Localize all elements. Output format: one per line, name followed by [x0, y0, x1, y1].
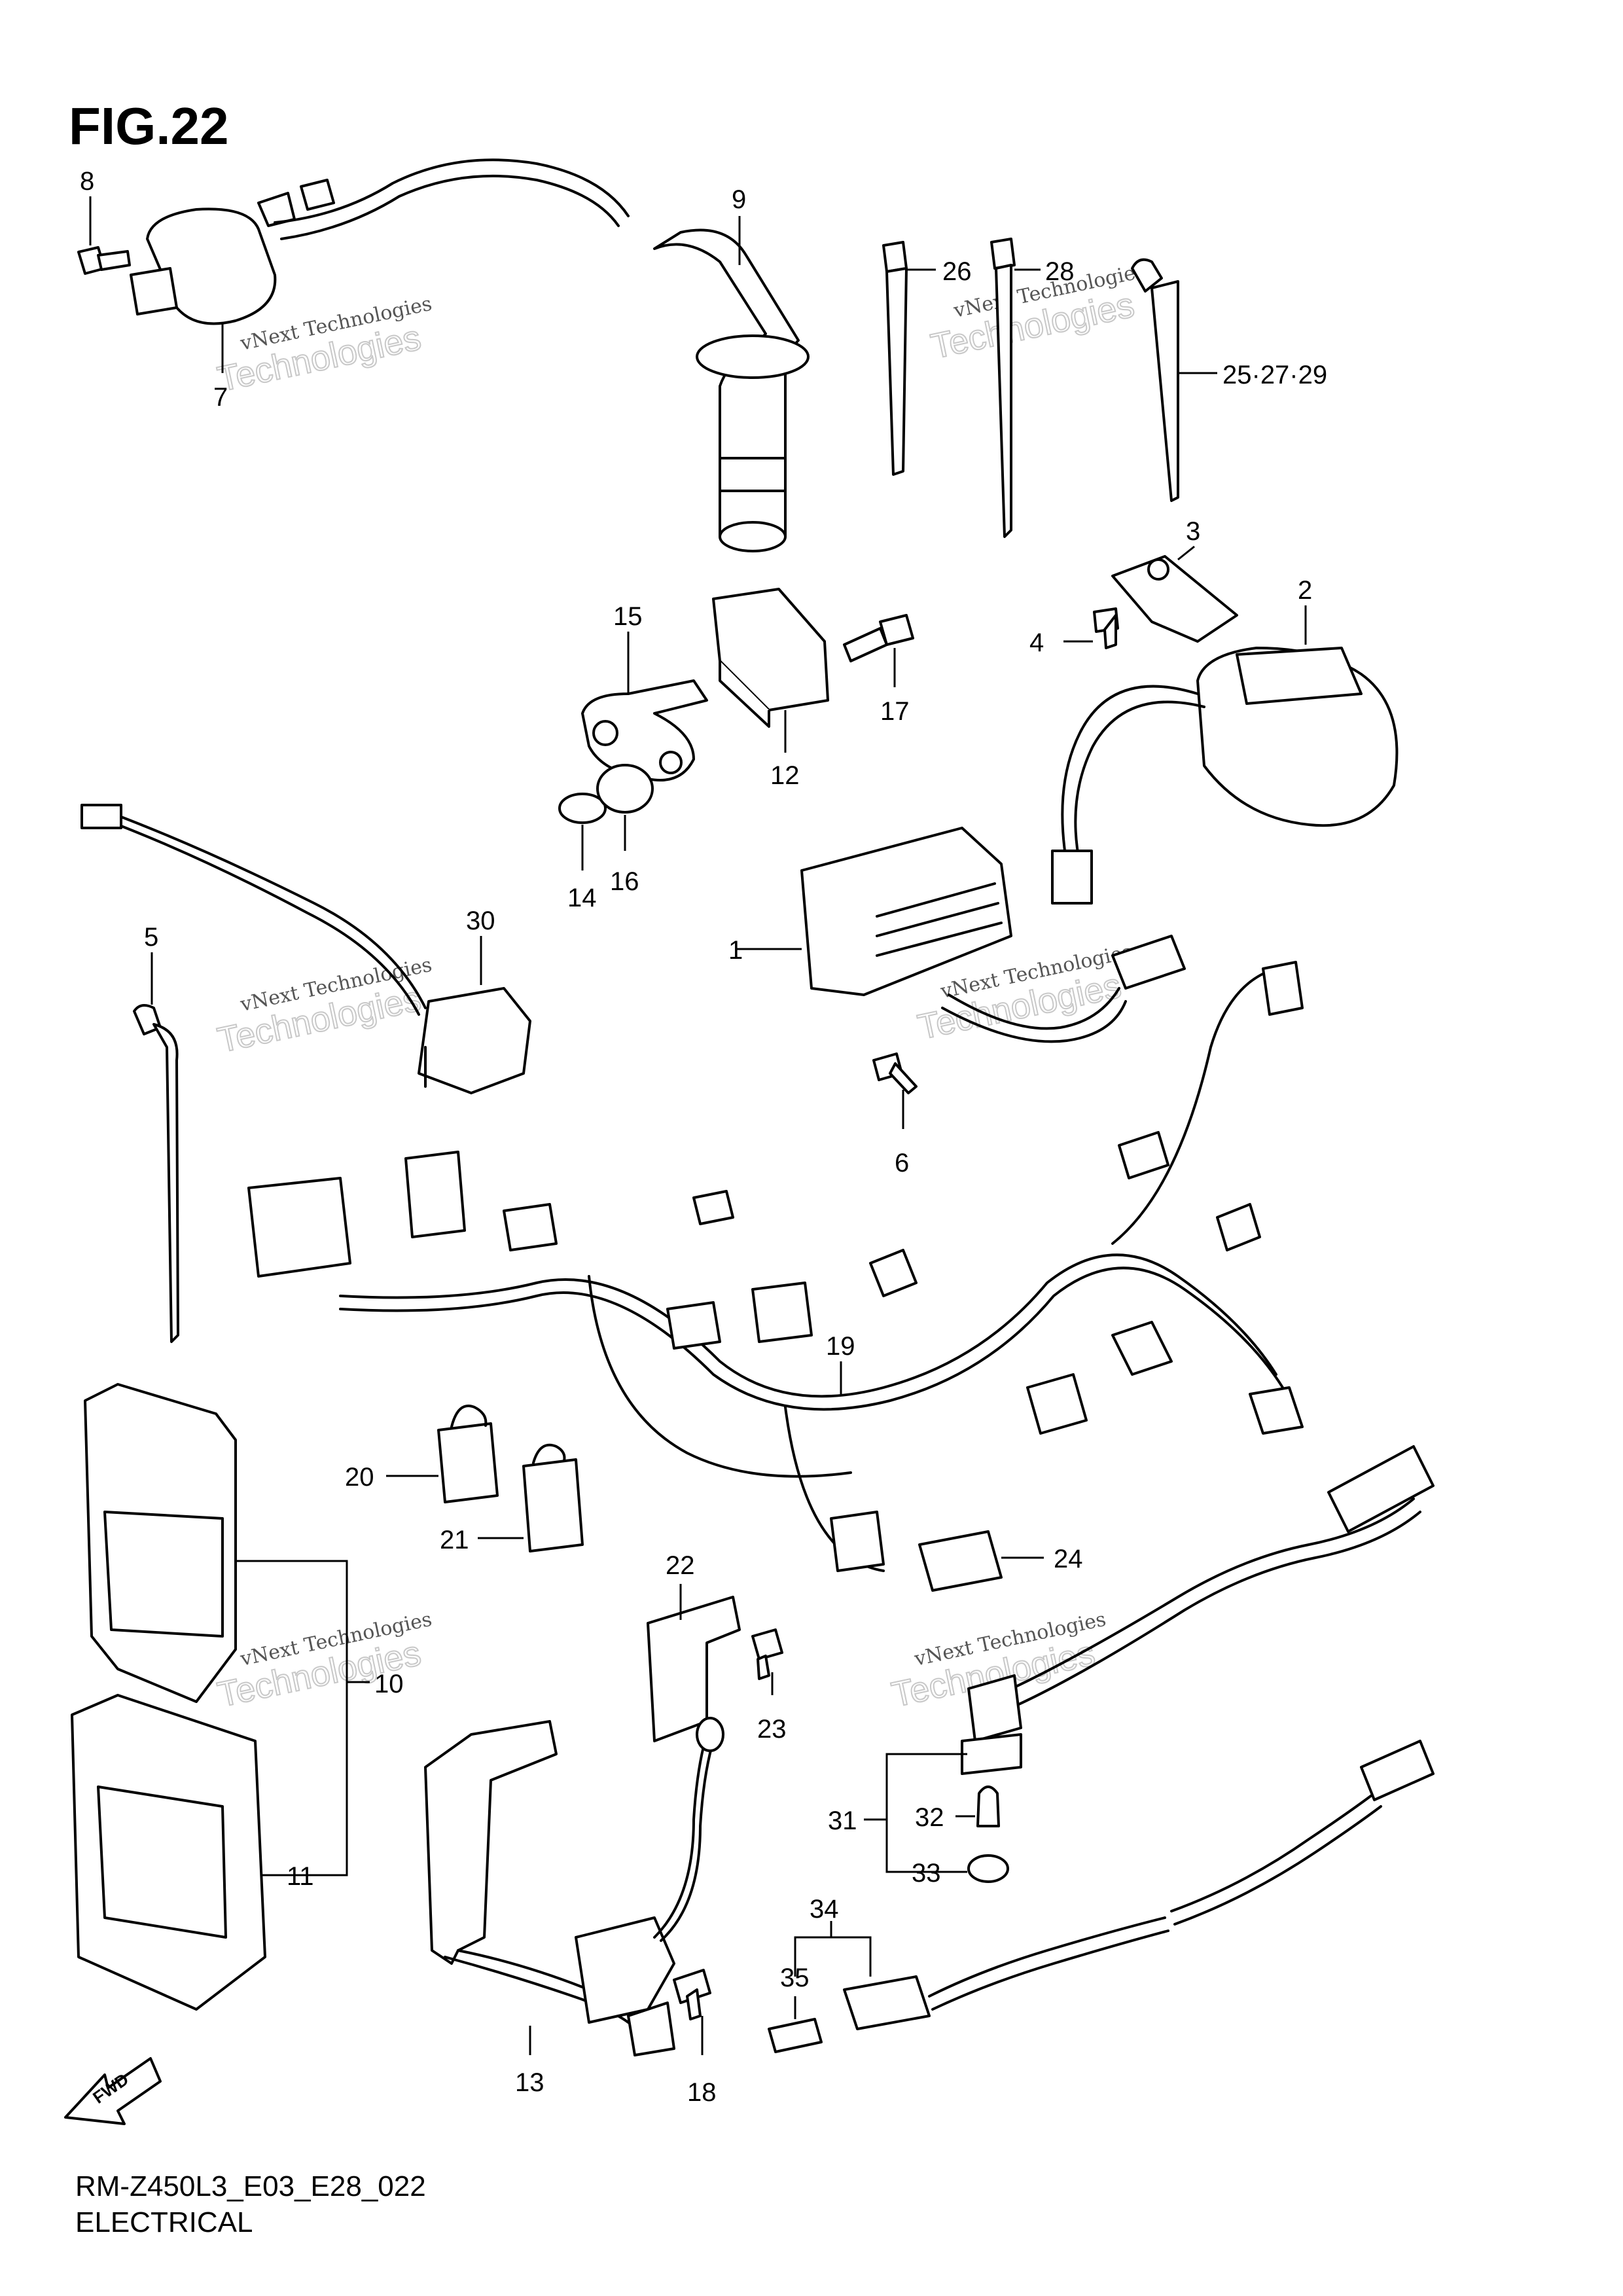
part-sub-harness-34	[843, 1740, 1435, 2030]
callout-35: 35	[780, 1964, 810, 1992]
callout-31: 31	[828, 1806, 857, 1835]
part-clamp-5	[133, 1004, 179, 1343]
part-cap-24	[918, 1530, 1003, 1592]
part-bolt-4	[1093, 607, 1119, 649]
callout-20: 20	[345, 1463, 374, 1492]
part-condenser-2	[1051, 647, 1399, 905]
callout-8: 8	[80, 167, 94, 196]
callout-4: 4	[1029, 628, 1044, 657]
part-socket-33	[967, 1854, 1009, 1883]
part-sensor-30	[80, 804, 531, 1094]
callout-22: 22	[666, 1551, 695, 1580]
part-clamp-26	[882, 241, 908, 476]
part-bracket-22	[647, 1596, 741, 1742]
callout-11: 11	[287, 1862, 314, 1891]
part-bolt-23	[751, 1628, 783, 1680]
callout-21: 21	[440, 1526, 469, 1554]
callout-17: 17	[880, 697, 910, 726]
callout-2: 2	[1298, 576, 1312, 605]
part-bolt-6	[872, 1052, 918, 1094]
part-ecm-10	[84, 1383, 237, 1703]
callout-33: 33	[912, 1859, 941, 1888]
part-connector-20	[437, 1405, 499, 1503]
part-plug-cap	[653, 228, 810, 552]
callout-24: 24	[1054, 1545, 1083, 1573]
callout-12: 12	[770, 761, 800, 790]
callout-7: 7	[213, 383, 228, 412]
part-bracket-3	[1111, 555, 1238, 643]
part-bolt-17	[843, 614, 914, 662]
part-holder-15	[581, 679, 708, 781]
part-fuse-35	[768, 2018, 823, 2053]
part-bolt-18	[673, 1969, 711, 2020]
part-bulb-32	[976, 1785, 1000, 1827]
callout-14: 14	[567, 884, 597, 912]
part-relay-12	[712, 588, 829, 728]
part-clamp-28	[990, 238, 1016, 538]
part-clamp-25-27-29	[1131, 258, 1179, 502]
callout-34: 34	[810, 1895, 839, 1924]
callout-10: 10	[374, 1670, 404, 1698]
part-ecm-cover-11	[71, 1694, 266, 2011]
callout-28: 28	[1045, 257, 1075, 286]
callout-3: 3	[1186, 517, 1200, 546]
callout-1: 1	[728, 936, 743, 965]
callout-23: 23	[757, 1715, 787, 1744]
callout-9: 9	[732, 185, 746, 214]
part-wiring-harness	[247, 961, 1304, 1572]
figure-title: FIG.22	[69, 97, 229, 155]
callout-25-27-29: 25·27·29	[1222, 361, 1327, 389]
part-bracket-13	[424, 1717, 724, 2056]
part-lead-wire-31	[961, 1445, 1435, 1775]
callout-5: 5	[144, 923, 158, 952]
callout-13: 13	[515, 2068, 544, 2097]
callout-15: 15	[613, 602, 643, 631]
footer-code: RM-Z450L3_E03_E28_022	[75, 2170, 426, 2202]
fwd-arrow-icon: FWD	[64, 2057, 162, 2125]
callout-30: 30	[466, 906, 495, 935]
callout-19: 19	[826, 1332, 855, 1361]
footer-name: ELECTRICAL	[75, 2206, 253, 2238]
callout-16: 16	[610, 867, 639, 896]
callout-26: 26	[942, 257, 972, 286]
part-regulator-rectifier	[800, 827, 1186, 1043]
part-screw-8	[77, 246, 131, 275]
part-ignition-coil	[130, 158, 630, 325]
part-washer-14	[558, 793, 607, 824]
part-grommet-16	[596, 764, 654, 814]
callout-6: 6	[895, 1149, 909, 1177]
part-connector-21	[522, 1443, 584, 1552]
callout-32: 32	[915, 1803, 944, 1832]
callout-18: 18	[687, 2078, 717, 2107]
